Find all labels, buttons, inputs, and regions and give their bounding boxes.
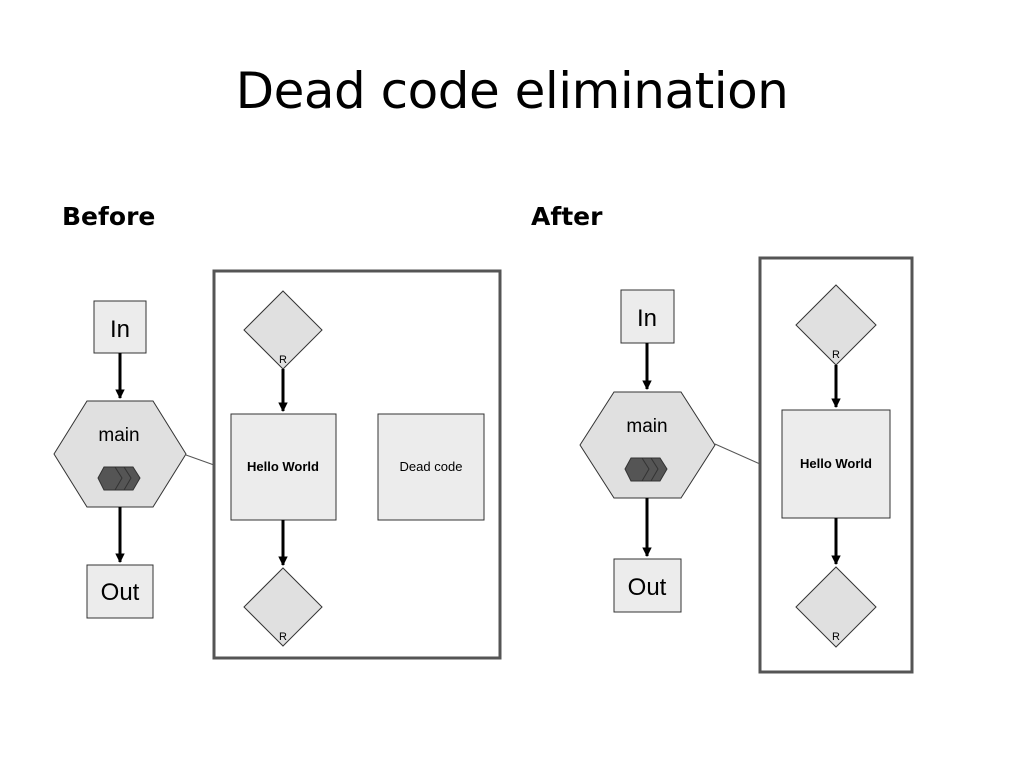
- before-label: Before: [62, 202, 156, 231]
- dead-code-label: Dead code: [400, 459, 463, 474]
- after-in-label: In: [637, 305, 657, 332]
- after-bottom-diamond-label: R: [832, 631, 840, 643]
- before-bottom-diamond-label: R: [279, 631, 287, 643]
- after-function-frame: [758, 256, 914, 674]
- after-out-node: [613, 558, 682, 613]
- before-main-node: [53, 400, 187, 508]
- after-out-label: Out: [628, 574, 667, 601]
- before-diagram: In main Out R Hello World Dead code R: [53, 269, 502, 660]
- after-hello-world-node: [781, 409, 891, 519]
- after-top-diamond-label: R: [832, 349, 840, 361]
- before-out-node: [86, 564, 154, 619]
- before-bottom-diamond: [243, 567, 323, 647]
- after-connector-line: [714, 443, 761, 465]
- before-in-node: [93, 300, 147, 354]
- dead-code-node: [377, 413, 485, 521]
- after-label: After: [531, 202, 603, 231]
- after-run-chevron-icon: [624, 457, 668, 482]
- after-main-node: [579, 391, 716, 499]
- after-hello-world-label: Hello World: [800, 456, 872, 471]
- before-hello-world-label: Hello World: [247, 459, 319, 474]
- before-function-frame: [212, 269, 502, 660]
- before-main-label: main: [98, 425, 139, 446]
- slide-title: Dead code elimination: [235, 62, 789, 120]
- before-connector-line: [185, 454, 215, 466]
- before-run-chevron-icon: [97, 466, 141, 491]
- before-in-label: In: [110, 316, 130, 343]
- after-in-node: [620, 289, 675, 344]
- before-out-label: Out: [101, 579, 140, 606]
- after-main-label: main: [626, 416, 667, 437]
- after-bottom-diamond: [795, 566, 877, 648]
- after-diagram: In main Out R Hello World R: [579, 256, 914, 674]
- before-top-diamond-label: R: [279, 354, 287, 366]
